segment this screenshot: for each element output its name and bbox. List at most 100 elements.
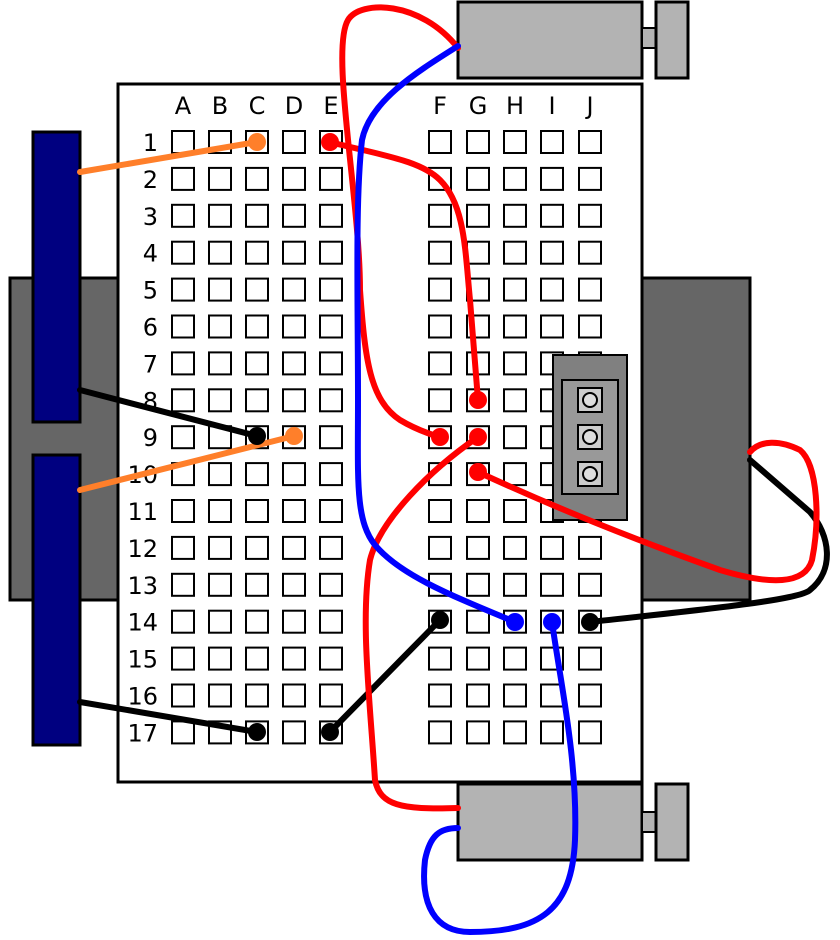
breadboard-hole: [428, 314, 452, 339]
breadboard-hole: [171, 130, 195, 154]
breadboard-hole: [208, 683, 232, 708]
breadboard-hole: [319, 535, 343, 560]
breadboard-hole: [428, 277, 452, 302]
breadboard-hole: [503, 683, 527, 708]
breadboard-hole: [171, 388, 195, 413]
wire-endpoint-dot: [469, 463, 487, 481]
three-pin-header-icon: [552, 354, 628, 521]
row-label: 3: [143, 203, 158, 231]
battery-pack-icon: [31, 453, 82, 747]
breadboard-hole: [578, 203, 602, 228]
breadboard-hole: [503, 425, 527, 450]
breadboard-hole: [540, 240, 564, 265]
breadboard-hole: [503, 130, 527, 154]
breadboard-hole: [282, 388, 306, 413]
breadboard-hole: [208, 166, 232, 191]
breadboard-hole: [245, 646, 269, 671]
column-label: E: [323, 92, 338, 120]
breadboard-hole: [319, 240, 343, 265]
breadboard-hole: [578, 683, 602, 708]
breadboard-hole: [428, 388, 452, 413]
breadboard-hole: [428, 203, 452, 228]
breadboard-hole: [540, 203, 564, 228]
breadboard-hole: [245, 314, 269, 339]
breadboard-hole: [245, 240, 269, 265]
breadboard-hole: [540, 720, 564, 745]
row-label: 17: [127, 719, 158, 747]
breadboard-hole: [171, 646, 195, 671]
row-label: 6: [143, 314, 158, 342]
breadboard-hole: [319, 499, 343, 523]
breadboard-hole: [503, 388, 527, 413]
breadboard-hole: [171, 240, 195, 265]
wire-endpoint-dot: [543, 613, 561, 631]
breadboard-hole: [208, 462, 232, 487]
breadboard-hole: [171, 535, 195, 560]
row-label: 13: [127, 572, 158, 600]
breadboard-hole: [245, 166, 269, 191]
black-wire: [77, 699, 260, 735]
breadboard-hole: [466, 720, 490, 745]
column-label: C: [249, 92, 266, 120]
breadboard-hole: [282, 314, 306, 339]
breadboard-hole: [208, 203, 232, 228]
breadboard-hole: [319, 351, 343, 376]
breadboard-hole: [540, 166, 564, 191]
breadboard-hole: [503, 314, 527, 339]
breadboard-hole: [503, 277, 527, 302]
breadboard-hole: [208, 499, 232, 523]
column-label: I: [548, 92, 555, 120]
row-label: 5: [143, 277, 158, 305]
row-label: 12: [127, 535, 158, 563]
row-label: 16: [127, 683, 158, 711]
breadboard-hole: [208, 609, 232, 634]
row-label: 15: [127, 646, 158, 674]
breadboard-hole: [282, 166, 306, 191]
row-label: 7: [143, 350, 158, 378]
wire-endpoint-dot: [321, 723, 339, 741]
breadboard-hole: [428, 683, 452, 708]
breadboard-hole: [540, 130, 564, 154]
black-wire: [587, 457, 830, 625]
breadboard-hole: [503, 646, 527, 671]
breadboard-hole: [171, 351, 195, 376]
wire-endpoint-dot: [248, 133, 266, 151]
row-label: 2: [143, 166, 158, 194]
breadboard-hole: [466, 166, 490, 191]
wire-endpoint-dot: [581, 613, 599, 631]
breadboard-hole: [466, 130, 490, 154]
breadboard-hole: [171, 609, 195, 634]
column-label: H: [506, 92, 524, 120]
breadboard-hole: [503, 535, 527, 560]
breadboard-hole: [319, 646, 343, 671]
breadboard-hole: [319, 425, 343, 450]
breadboard-hole: [208, 646, 232, 671]
wire-endpoint-dot: [285, 427, 303, 445]
wire-endpoint-dot: [248, 427, 266, 445]
column-label: J: [584, 92, 593, 120]
breadboard-hole: [245, 499, 269, 523]
battery-pack-icon: [31, 130, 82, 424]
breadboard-hole: [466, 609, 490, 634]
breadboard-hole: [540, 572, 564, 597]
breadboard-hole: [319, 683, 343, 708]
wire-endpoint-dot: [431, 611, 449, 629]
breadboard-hole: [466, 535, 490, 560]
breadboard-hole: [245, 683, 269, 708]
breadboard-hole: [503, 720, 527, 745]
breadboard-hole: [578, 720, 602, 745]
breadboard-hole: [282, 720, 306, 745]
breadboard-hole: [319, 388, 343, 413]
breadboard-hole: [208, 535, 232, 560]
column-label: F: [433, 92, 447, 120]
breadboard-hole: [282, 351, 306, 376]
breadboard-hole: [578, 277, 602, 302]
breadboard-hole: [319, 314, 343, 339]
wire-endpoint-dot: [506, 613, 524, 631]
dc-motor-icon: [456, 0, 690, 80]
breadboard-hole: [208, 572, 232, 597]
wire-endpoint-dot: [248, 723, 266, 741]
breadboard-hole: [428, 351, 452, 376]
breadboard-hole: [540, 314, 564, 339]
